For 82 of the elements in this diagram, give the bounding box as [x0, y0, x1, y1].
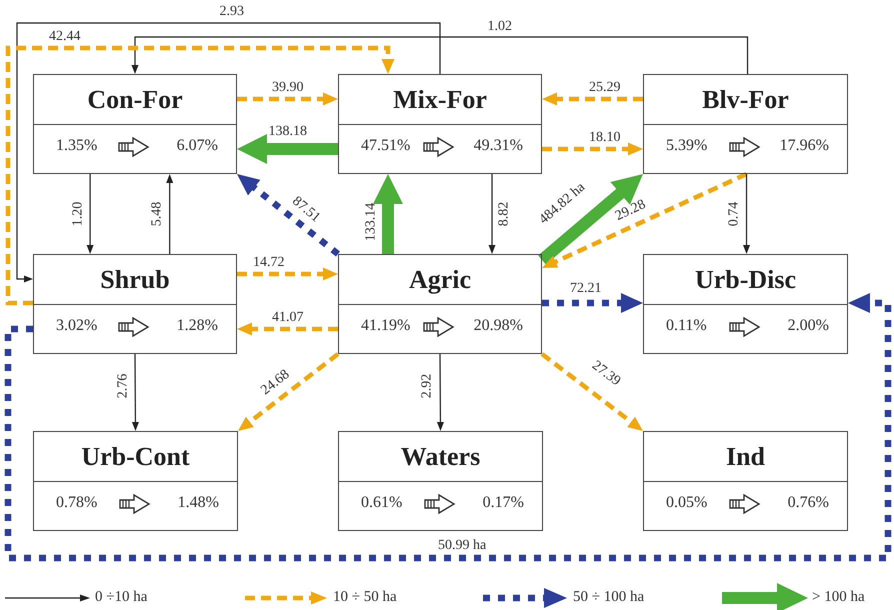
percentage-value: 17.96% [780, 137, 829, 155]
edge-label: 29.28 [614, 198, 648, 224]
percentage-value: 20.98% [474, 317, 523, 335]
arrow [540, 352, 643, 431]
node-title: Con-For [87, 84, 183, 114]
arrow [238, 352, 340, 431]
edge-label: 2.76 [116, 374, 130, 398]
percentage-value: 1.48% [178, 494, 219, 512]
percentage-value: 0.78% [56, 494, 98, 512]
arrow [86, 174, 94, 254]
edge-label: 0.74 [726, 202, 741, 226]
arrow [4, 293, 892, 562]
edge-label: 2.92 [420, 374, 434, 398]
arrow [743, 174, 750, 254]
percentage-value: 0.11% [666, 317, 707, 335]
percentage-value: 49.31% [474, 137, 523, 155]
arrow [237, 268, 338, 280]
land-cover-box [338, 431, 543, 531]
node-title: Ind [726, 442, 766, 472]
edge-label: 5.48 [150, 202, 164, 226]
node-title: Urb-Cont [81, 442, 190, 472]
land-cover-box [643, 74, 848, 174]
arrow [132, 36, 748, 74]
arrow [488, 174, 496, 254]
arrow [436, 354, 444, 431]
arrow [237, 174, 340, 257]
legend-label: 50 ÷ 100 ha [573, 590, 644, 605]
edge-label: 72.21 [570, 282, 602, 296]
arrow [372, 174, 403, 254]
arrow [542, 293, 643, 313]
edge-label: 42.44 [49, 30, 80, 44]
edge-label: 14.72 [253, 256, 284, 270]
node-title: Blv-For [702, 84, 789, 114]
edge-label: 2.93 [220, 5, 244, 19]
edge-label: 25.29 [589, 81, 620, 95]
arrow [538, 174, 643, 265]
edge-label: 8.82 [496, 202, 511, 226]
percentage-value: 0.05% [666, 494, 708, 512]
arrow [6, 46, 394, 306]
legend-label: 0 ÷10 ha [95, 590, 148, 605]
percentage-value: 0.17% [482, 494, 524, 512]
land-cover-box [33, 254, 237, 354]
percentage-value: 5.39% [666, 137, 708, 155]
edge-label: 1.02 [488, 20, 512, 34]
node-title: Waters [400, 442, 480, 472]
node-title: Agric [408, 264, 472, 294]
percentage-value: 0.76% [788, 494, 829, 512]
arrow [542, 172, 748, 268]
percentage-value: 2.00% [788, 317, 829, 335]
node-title: Shrub [100, 264, 170, 294]
percentage-value: 47.51% [361, 137, 410, 155]
percentage-value: 3.02% [56, 317, 98, 335]
edge-label: 133.14 [364, 202, 378, 242]
percentage-value: 1.35% [56, 137, 98, 155]
edge-label: 50.99 ha [438, 539, 486, 553]
arrow [166, 174, 174, 254]
arrow [237, 134, 338, 164]
percentage-value: 0.61% [361, 494, 402, 512]
arrow [542, 142, 643, 156]
arrow [16, 22, 441, 282]
arrow [132, 354, 139, 431]
edge-label: 1.20 [70, 202, 85, 226]
percentage-value: 41.19% [361, 317, 410, 335]
node-title: Mix-For [393, 84, 487, 114]
land-cover-box [338, 254, 542, 354]
arrow [237, 322, 338, 336]
land-cover-box [643, 254, 848, 354]
land-cover-box [33, 431, 238, 531]
node-title: Urb-Disc [694, 264, 796, 294]
edge-label: 41.07 [272, 311, 304, 325]
land-cover-box [643, 431, 848, 531]
land-cover-box [338, 74, 542, 174]
edge-label: 138.18 [268, 125, 307, 139]
percentage-value: 6.07% [176, 137, 218, 155]
edge-label: 39.90 [272, 81, 304, 95]
percentage-value: 1.28% [176, 317, 218, 335]
arrow [237, 92, 338, 106]
arrow [542, 92, 643, 106]
legend-label: > 100 ha [812, 590, 865, 605]
legend-label: 10 ÷ 50 ha [333, 590, 397, 605]
land-cover-box [33, 74, 237, 174]
edge-label: 18.10 [589, 131, 620, 145]
